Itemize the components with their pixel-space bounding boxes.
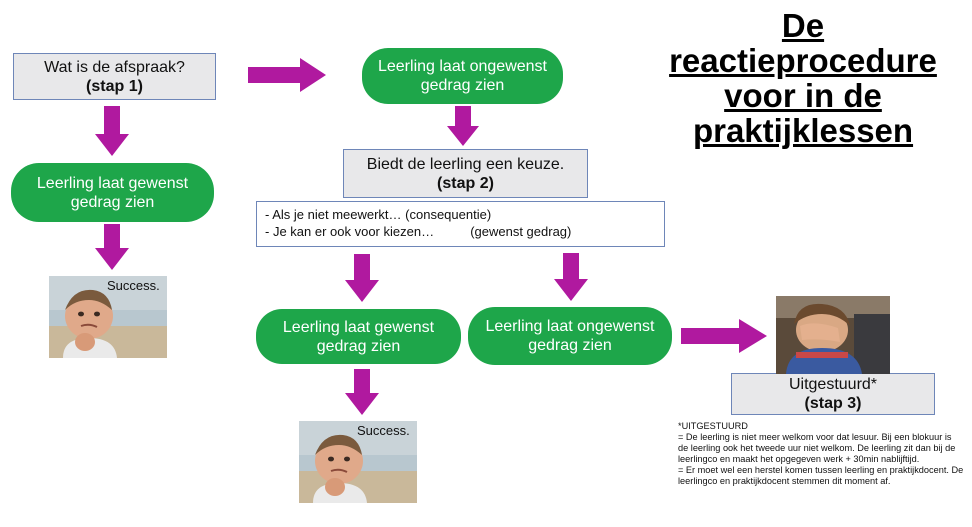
arrow-step1-to-ongewenst: [248, 58, 326, 92]
arrow-options-to-ongewenst: [554, 253, 588, 301]
pill-ongewenst-top-label: Leerling laat ongewenst gedrag zien: [377, 58, 547, 94]
title-line-4: praktijklessen: [692, 112, 914, 149]
page-title: De reactieprocedure voor in de praktijkl…: [648, 8, 958, 148]
step2-question: Biedt de leerling een keuze.: [366, 155, 565, 173]
step3-label: Uitgestuurd*: [788, 376, 878, 393]
step1-box: Wat is de afspraak? (stap 1): [13, 53, 216, 100]
success-kid-photo-1: Success.: [49, 276, 167, 358]
success-caption-2: Success.: [357, 423, 410, 438]
option-desired-behavior: - Je kan er ook voor kiezen… (gewenst ge…: [265, 224, 572, 239]
arrow-step1-to-gewenst: [95, 106, 129, 156]
success-kid-image: [299, 421, 417, 503]
step3-step-label: (stap 3): [804, 395, 862, 412]
facepalm-kid-photo: [776, 296, 890, 374]
arrow-ongewenst-to-step3: [681, 319, 767, 353]
pill-ongewenst-bottom-label: Leerling laat ongewenst gedrag zien: [485, 318, 655, 354]
success-kid-photo-2: Success.: [299, 421, 417, 503]
step1-step-label: (stap 1): [86, 77, 143, 95]
pill-ongewenst-top: Leerling laat ongewenst gedrag zien: [362, 48, 563, 104]
footnote-heading: *UITGESTUURD: [678, 421, 748, 431]
arrow-options-to-gewenst: [345, 254, 379, 302]
title-line-2: reactieprocedure: [669, 42, 937, 79]
footnote: *UITGESTUURD = De leerling is niet meer …: [678, 421, 964, 487]
step2-step-label: (stap 2): [437, 174, 494, 192]
arrow-gewenst-to-success-2: [345, 369, 379, 415]
pill-gewenst-left-label: Leerling laat gewenst gedrag zien: [36, 174, 189, 211]
facepalm-kid-image: [776, 296, 890, 374]
pill-gewenst-left: Leerling laat gewenst gedrag zien: [11, 163, 214, 222]
success-kid-image: [49, 276, 167, 358]
arrow-gewenst-to-success-1: [95, 224, 129, 270]
pill-ongewenst-bottom: Leerling laat ongewenst gedrag zien: [468, 307, 672, 365]
footnote-paragraph-2: = Er moet wel een herstel komen tussen l…: [678, 465, 964, 486]
arrow-ongewenst-to-step2: [447, 106, 479, 146]
option-consequence: - Als je niet meewerkt… (consequentie): [265, 207, 492, 222]
step3-box: Uitgestuurd* (stap 3): [731, 373, 935, 415]
options-box: - Als je niet meewerkt… (consequentie) -…: [256, 201, 665, 247]
step1-question: Wat is de afspraak?: [44, 58, 185, 76]
title-line-1: De: [781, 7, 825, 44]
step2-box: Biedt de leerling een keuze. (stap 2): [343, 149, 588, 198]
success-caption-1: Success.: [107, 278, 160, 293]
pill-gewenst-bottom: Leerling laat gewenst gedrag zien: [256, 309, 461, 364]
pill-gewenst-bottom-label: Leerling laat gewenst gedrag zien: [282, 318, 435, 355]
title-line-3: voor in de: [724, 77, 882, 114]
footnote-paragraph-1: = De leerling is niet meer welkom voor d…: [678, 432, 956, 464]
